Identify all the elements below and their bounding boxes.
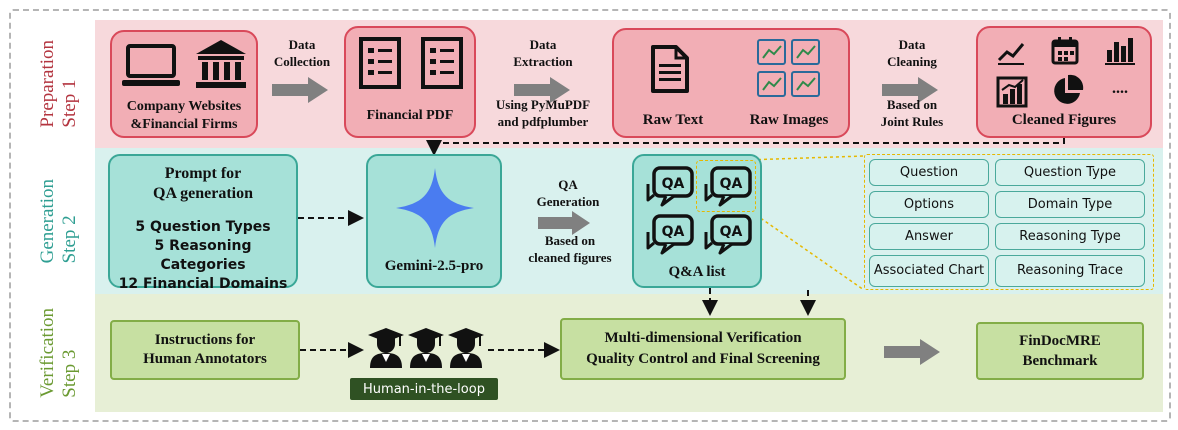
- zoom-highlight-lines: [745, 155, 865, 291]
- prompt-item: 5 Question Types: [135, 219, 271, 235]
- cleaned-figures-box: .... Cleaned Figures: [976, 26, 1152, 138]
- collection-arrow: [272, 77, 328, 103]
- sources-label: Company Websites &Financial Firms: [126, 99, 242, 132]
- benchmark-arrow: [884, 339, 940, 365]
- qa-note-line2: cleaned figures: [528, 250, 612, 265]
- raw-images-label: Raw Images: [749, 112, 829, 128]
- verification-box: Multi-dimensional Verification Quality C…: [560, 318, 846, 380]
- verification-line1: Multi-dimensional Verification: [604, 330, 802, 346]
- instructions-line2: Human Annotators: [143, 351, 267, 367]
- gemini-label: Gemini-2.5-pro: [384, 258, 484, 274]
- qa-generation-arrow-label: QA Generation: [516, 176, 620, 210]
- arrow1-line1: Data: [288, 37, 316, 52]
- arrow3-note-line2: Joint Rules: [880, 114, 944, 129]
- prompt-items: 5 Question Types 5 Reasoning Categories …: [110, 218, 296, 294]
- prompt-title: Prompt for QA generation: [110, 164, 296, 204]
- field-domain-type: Domain Type: [995, 191, 1145, 218]
- arrow3-line1: Data: [898, 37, 926, 52]
- arrow2-line2: Extraction: [513, 54, 573, 69]
- qa-bubble-icon: QA: [704, 214, 752, 255]
- laptop-icon: [122, 44, 180, 86]
- qa-icon-text: QA: [662, 176, 685, 192]
- field-associated-chart: Associated Chart: [869, 255, 989, 287]
- calendar-icon: [1051, 37, 1079, 65]
- arrow3-note-line1: Based on: [886, 97, 938, 112]
- qa-bubble-icon: QA: [646, 214, 694, 255]
- collection-arrow-label: Data Collection: [262, 36, 342, 70]
- bar-chart-icon: [1105, 38, 1135, 65]
- instructions-label: Instructions for Human Annotators: [112, 331, 298, 369]
- bar-chart-trend-icon: [996, 76, 1028, 108]
- text-document-icon: [651, 45, 689, 93]
- document-icons: [359, 37, 463, 89]
- field-reasoning-trace: Reasoning Trace: [995, 255, 1145, 287]
- financial-pdf-box: Financial PDF: [344, 26, 476, 138]
- prompt-item: 5 Reasoning Categories: [154, 238, 252, 273]
- field-answer: Answer: [869, 223, 989, 250]
- qa-note-line1: Based on: [544, 233, 596, 248]
- prompt-title-line2: QA generation: [153, 185, 253, 202]
- qa-generation-arrow: [538, 211, 590, 235]
- qa-list-box: QA QA QA QA Q&A list: [632, 154, 762, 288]
- annotator-icon: [368, 328, 404, 368]
- zoom-highlight-box: [696, 160, 756, 212]
- benchmark-box: FinDocMRE Benchmark: [976, 322, 1144, 380]
- benchmark-line1: FinDocMRE: [1019, 333, 1101, 349]
- pie-chart-icon: [1054, 74, 1084, 104]
- extraction-arrow: [514, 77, 570, 103]
- human-in-the-loop-badge: Human-in-the-loop: [350, 378, 498, 400]
- pdf-page-icon: [359, 37, 401, 89]
- extraction-note: Using PyMuPDF and pdfplumber: [480, 96, 606, 130]
- cleaned-to-gemini-connector: [426, 138, 1065, 156]
- qa-bubble-icon: QA: [646, 166, 694, 207]
- qa-generation-note: Based on cleaned figures: [512, 232, 628, 266]
- qa-arrow-line2: Generation: [536, 194, 600, 209]
- qa-list-label: Q&A list: [668, 264, 726, 280]
- field-reasoning-type: Reasoning Type: [995, 223, 1145, 250]
- verification-label: Multi-dimensional Verification Quality C…: [562, 328, 844, 370]
- arrow2-note-line2: and pdfplumber: [497, 114, 589, 129]
- field-question: Question: [869, 159, 989, 186]
- cleaned-figures-label: Cleaned Figures: [1011, 112, 1117, 128]
- prompt-item: 12 Financial Domains: [118, 276, 288, 292]
- qa-icon-text: QA: [662, 224, 685, 240]
- arrow3-line2: Cleaning: [887, 54, 937, 69]
- annotator-icon: [408, 328, 444, 368]
- more-figures-ellipsis: ....: [1112, 80, 1128, 97]
- field-options: Options: [869, 191, 989, 218]
- qa-bubble-icon: QA: [704, 166, 752, 207]
- qa-fields-panel: Question Options Answer Associated Chart…: [864, 154, 1154, 290]
- instructions-box: Instructions for Human Annotators: [110, 320, 300, 380]
- bank-icon: [196, 40, 246, 88]
- outer-frame: [9, 9, 1171, 422]
- raw-data-box: Raw Text Raw Images: [612, 28, 850, 138]
- qa-icon-text: QA: [720, 176, 743, 192]
- cleaning-arrow: [882, 77, 938, 103]
- sources-box: Company Websites &Financial Firms: [110, 30, 258, 138]
- cleaning-note: Based on Joint Rules: [856, 96, 968, 130]
- benchmark-line2: Benchmark: [1022, 353, 1098, 369]
- raw-text-label: Raw Text: [642, 112, 704, 128]
- image-grid-icon: [757, 39, 820, 97]
- qa-icon-text: QA: [720, 224, 743, 240]
- extraction-arrow-label: Data Extraction: [488, 36, 598, 70]
- prompt-box: Prompt for QA generation 5 Question Type…: [108, 154, 298, 292]
- arrow2-line1: Data: [529, 37, 557, 52]
- arrow1-line2: Collection: [273, 54, 331, 69]
- financial-pdf-label: Financial PDF: [366, 108, 454, 123]
- verification-line2: Quality Control and Final Screening: [586, 351, 820, 367]
- benchmark-label: FinDocMRE Benchmark: [978, 331, 1142, 371]
- qa-arrow-line1: QA: [558, 177, 578, 192]
- arrow2-note-line1: Using PyMuPDF: [495, 97, 591, 112]
- prompt-title-line1: Prompt for: [164, 165, 242, 182]
- gemini-sparkle-icon: [396, 168, 474, 248]
- cleaning-arrow-label: Data Cleaning: [862, 36, 962, 70]
- annotator-icon: [448, 328, 484, 368]
- gemini-box: Gemini-2.5-pro: [366, 154, 502, 288]
- instructions-line1: Instructions for: [154, 332, 256, 348]
- line-chart-icon: [997, 43, 1025, 65]
- field-question-type: Question Type: [995, 159, 1145, 186]
